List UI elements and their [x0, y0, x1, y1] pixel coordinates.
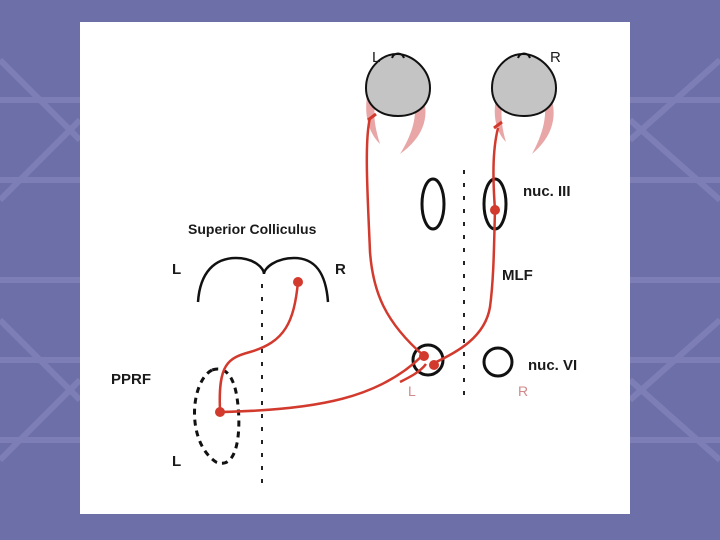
eye-left-label: L: [372, 49, 380, 66]
right-cornea: [517, 52, 531, 59]
superior-colliculus-outline: [196, 256, 330, 303]
pons-right-label: R: [518, 383, 528, 399]
colliculus-neuron: [293, 277, 303, 287]
nuc-iii-neuron: [490, 205, 500, 215]
pprf-left-label: L: [172, 453, 181, 470]
pprf-neuron: [215, 407, 225, 417]
right-eye-nerve-tick: [493, 120, 503, 130]
mlf-pathway: [431, 209, 497, 366]
right-eyeball: [490, 52, 558, 118]
abducens-neuron-b: [429, 360, 439, 370]
nuc-iii-label: nuc. III: [523, 183, 571, 200]
neuron-cell-bodies: [215, 205, 500, 417]
sc-right-label: R: [335, 261, 346, 278]
right-eye: [490, 52, 558, 154]
left-cornea: [391, 52, 405, 59]
slide-panel: L R Superior Colliculus L R nuc. III MLF…: [80, 22, 630, 514]
oculomotor-pathway-diagram: L R Superior Colliculus L R nuc. III MLF…: [111, 49, 577, 487]
neural-pathways: [218, 117, 500, 414]
mlf-label: MLF: [502, 267, 533, 284]
superior-colliculus-label: Superior Colliculus: [188, 221, 317, 237]
pprf-label: PPRF: [111, 371, 151, 388]
left-eye: [364, 52, 432, 154]
left-nucleus-iii: [420, 177, 446, 231]
abducens-to-left-lateral-rectus: [365, 117, 425, 357]
nuc-iii-to-right-medial-rectus: [492, 127, 500, 211]
left-eye-nerve-tick: [367, 112, 377, 122]
pons-left-label: L: [408, 383, 416, 399]
left-eyeball: [364, 52, 432, 118]
pprf-outline: [193, 367, 241, 465]
eye-right-label: R: [550, 49, 561, 66]
abducens-lower-fiber: [399, 363, 427, 384]
sc-left-label: L: [172, 261, 181, 278]
right-nucleus-vi: [482, 346, 514, 378]
colliculus-to-pprf-pathway: [218, 281, 300, 411]
pprf-to-abducens-pathway: [219, 355, 423, 414]
nuc-vi-label: nuc. VI: [528, 357, 577, 374]
abducens-neuron-a: [419, 351, 429, 361]
